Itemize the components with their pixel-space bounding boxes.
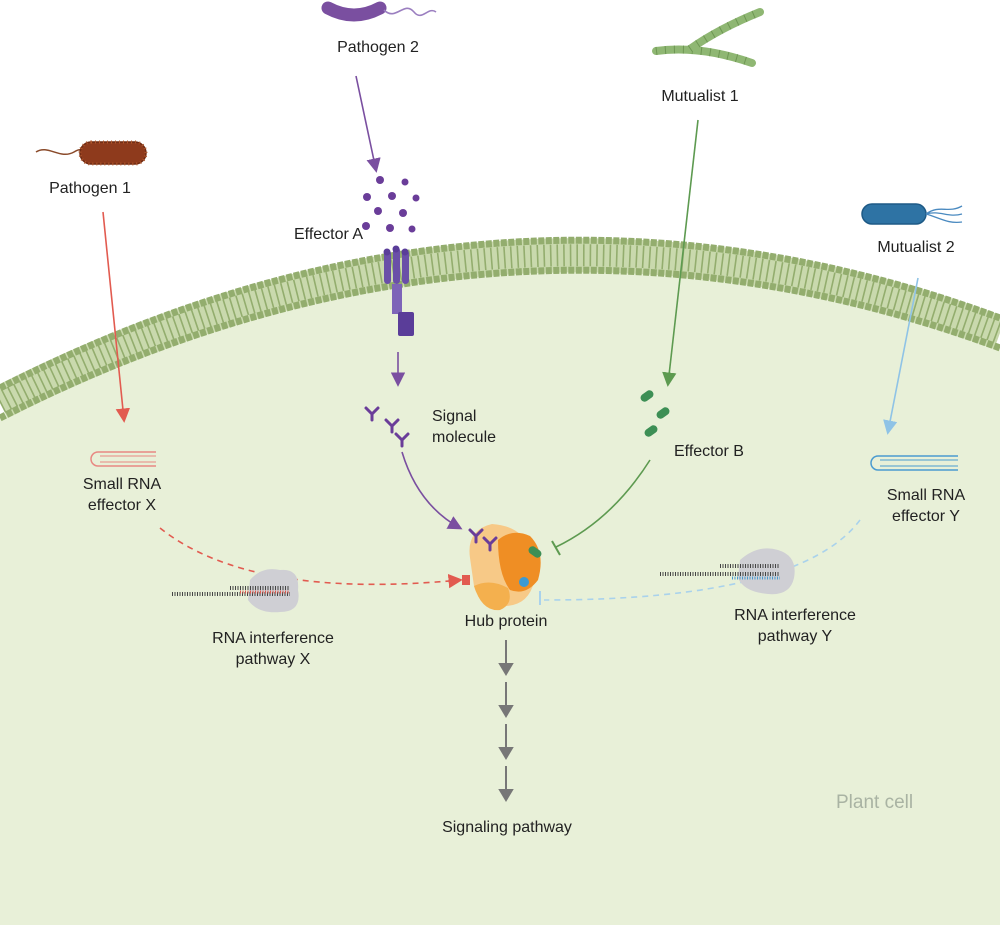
small-rna-y-label-line1: Small RNA [886, 487, 966, 504]
argonaute-complex-icon [660, 548, 795, 595]
filamentous-fungus-icon [652, 8, 764, 67]
hub-protein-label: Hub protein [464, 613, 548, 630]
effector-b-inhibit [555, 459, 651, 548]
small-rna-x-label-line1: Small RNA [82, 476, 162, 493]
small-rna-y-label-line2: effector Y [892, 508, 960, 525]
rnai-y-label-line1: RNA interference [734, 607, 856, 624]
pathogen1-label: Pathogen 1 [49, 180, 131, 197]
argonaute-complex-icon [172, 569, 299, 613]
signaling-cascade [498, 640, 514, 802]
signaling-pathway-label: Signaling pathway [442, 819, 572, 836]
signal-to-hub-arrow [401, 451, 463, 530]
hub-protein-icon [462, 524, 542, 611]
signal-molecule-icons [364, 406, 410, 448]
mutualist1-arrow [662, 119, 699, 387]
pathogen2-arrow [355, 75, 381, 173]
signal-molecule-label-line2: molecule [432, 429, 497, 446]
receptor-icon [383, 245, 414, 336]
plant-cell-label: Plant cell [836, 792, 914, 813]
flagellated-bacterium-icon [321, 1, 437, 22]
membrane-inner-heads [0, 266, 1000, 422]
effector-a-particles [362, 176, 420, 233]
effector-b-label: Effector B [674, 443, 744, 460]
signal-molecule-label-line1: Signal [432, 408, 477, 425]
membrane-band [0, 238, 1000, 419]
rnai-x-label-line2: pathway X [235, 651, 311, 668]
rod-bacterium-icon [35, 140, 148, 166]
mutualist1-label: Mutualist 1 [661, 88, 739, 105]
rnai-y-label-line2: pathway Y [757, 628, 833, 645]
inhibition-bar [551, 540, 561, 556]
pathogen1-arrow [102, 211, 131, 423]
pathogen2-label: Pathogen 2 [337, 39, 419, 56]
effector-b-icons [640, 390, 670, 437]
hairpin-rna-icon [90, 451, 156, 467]
small-rna-x-label-line2: effector X [87, 497, 157, 514]
membrane-outer-heads [0, 236, 1000, 392]
rnai-x-label-line1: RNA interference [212, 630, 334, 647]
flagellated-bacterium-icon [861, 203, 963, 225]
hairpin-rna-icon [870, 455, 958, 471]
mutualist2-label: Mutualist 2 [877, 239, 955, 256]
effector-a-label: Effector A [294, 226, 364, 243]
mutualist2-arrow [883, 277, 919, 435]
